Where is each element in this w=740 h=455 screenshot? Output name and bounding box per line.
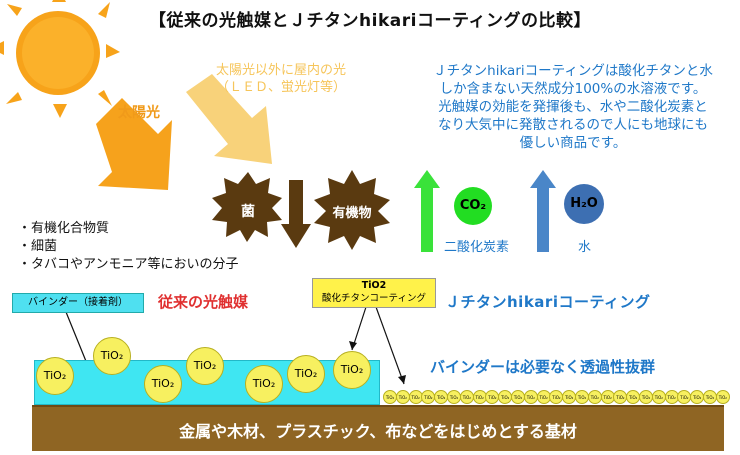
info-text: Ｊチタンhikariコーティングは酸化チタンと水 しか含まない天然成分100%の… — [414, 62, 732, 152]
co2-circle — [454, 187, 492, 225]
bacteria-label: 菌 — [241, 204, 255, 220]
info-line-4: なり大気中に発散されるので人にも地球にも — [438, 117, 708, 133]
tio2-pointer-line-b — [375, 306, 405, 385]
h2o-caption: 水 — [578, 240, 592, 255]
tio2-small-particle: TiO₂ — [511, 390, 525, 404]
target-list: ・有機化合物質 ・細菌 ・タバコやアンモニア等においの分子 — [18, 220, 238, 274]
tio2-small-particle: TiO₂ — [651, 390, 666, 404]
tio2-small-particle: TiO₂ — [383, 390, 397, 404]
tio2-particle: TiO₂ — [144, 365, 182, 403]
list-item: ・タバコやアンモニア等においの分子 — [18, 257, 239, 272]
sun-icon — [0, 0, 120, 118]
tio2-particle: TiO₂ — [287, 355, 325, 393]
bacteria-star-icon — [212, 172, 282, 242]
jtitan-label: Ｊチタンhikariコーティング — [445, 293, 651, 311]
down-arrow-icon — [281, 180, 311, 248]
organic-label: 有機物 — [332, 206, 372, 221]
tio2-small-particle: TiO₂ — [408, 390, 423, 404]
tio2-particle: TiO₂ — [36, 357, 74, 395]
organic-star-icon — [314, 170, 390, 250]
co2-caption: 二酸化炭素 — [444, 240, 510, 255]
binder-note: バインダーは必要なく透過性抜群 — [430, 358, 656, 376]
indoor-light-line-1: 太陽光以外に屋内の光 — [215, 63, 346, 78]
info-line-1: Ｊチタンhikariコーティングは酸化チタンと水 — [433, 63, 713, 79]
tio2-small-particle: TiO₂ — [395, 390, 410, 404]
co2-label: CO₂ — [459, 198, 487, 213]
indoor-light-line-2: （ＬＥＤ、蛍光灯等） — [215, 80, 346, 95]
tio2-small-particle: TiO₂ — [639, 390, 653, 404]
indoor-light-arrow — [186, 74, 272, 164]
sunlight-arrow — [96, 98, 172, 190]
tio2-small-particle: TiO₂ — [421, 390, 436, 404]
substrate-base — [32, 405, 724, 451]
conventional-label: 従来の光触媒 — [158, 293, 249, 311]
tio2-small-particle: TiO₂ — [715, 390, 730, 404]
tio2-particle: TiO₂ — [93, 337, 131, 375]
tio2-small-particle: TiO₂ — [536, 390, 551, 404]
h2o-up-arrow-icon — [530, 170, 556, 252]
page-title: 【従来の光触媒とＪチタンhikariコーティングの比較】 — [149, 11, 591, 31]
info-line-2: しか含まない天然成分100%の水溶液です。 — [439, 81, 707, 97]
list-item: ・有機化合物質 — [18, 221, 110, 236]
tio2-small-particle: TiO₂ — [587, 390, 602, 404]
tio2-callout: TiO2 酸化チタンコーティング — [312, 278, 436, 308]
co2-up-arrow-icon — [414, 170, 440, 252]
indoor-light-label: 太陽光以外に屋内の光 （ＬＥＤ、蛍光灯等） — [196, 62, 366, 96]
substrate-label: 金属や木材、プラスチック、布などをはじめとする基材 — [179, 422, 577, 441]
tio2-particle: TiO₂ — [245, 365, 283, 403]
tio2-small-particle: TiO₂ — [459, 390, 474, 404]
tio2-particle: TiO₂ — [333, 351, 371, 389]
list-item: ・細菌 — [18, 239, 58, 254]
info-line-5: 優しい商品です。 — [519, 135, 627, 151]
tio2-small-particle: TiO₂ — [447, 390, 461, 404]
h2o-circle — [564, 184, 604, 224]
tio2-callout-line-2: 酸化チタンコーティング — [322, 293, 426, 304]
sunlight-label: 太陽光 — [118, 105, 160, 121]
tio2-callout-line-1: TiO2 — [361, 280, 387, 291]
h2o-label: H₂O — [570, 196, 598, 211]
tio2-particle: TiO₂ — [186, 347, 224, 385]
tio2-small-particle: TiO₂ — [703, 390, 717, 404]
tio2-small-particle: TiO₂ — [575, 390, 589, 404]
tio2-small-particle: TiO₂ — [523, 390, 538, 404]
binder-callout: バインダー（接着剤） — [12, 293, 144, 313]
info-line-3: 光触媒の効能を発揮後も、水や二酸化炭素と — [438, 99, 708, 115]
